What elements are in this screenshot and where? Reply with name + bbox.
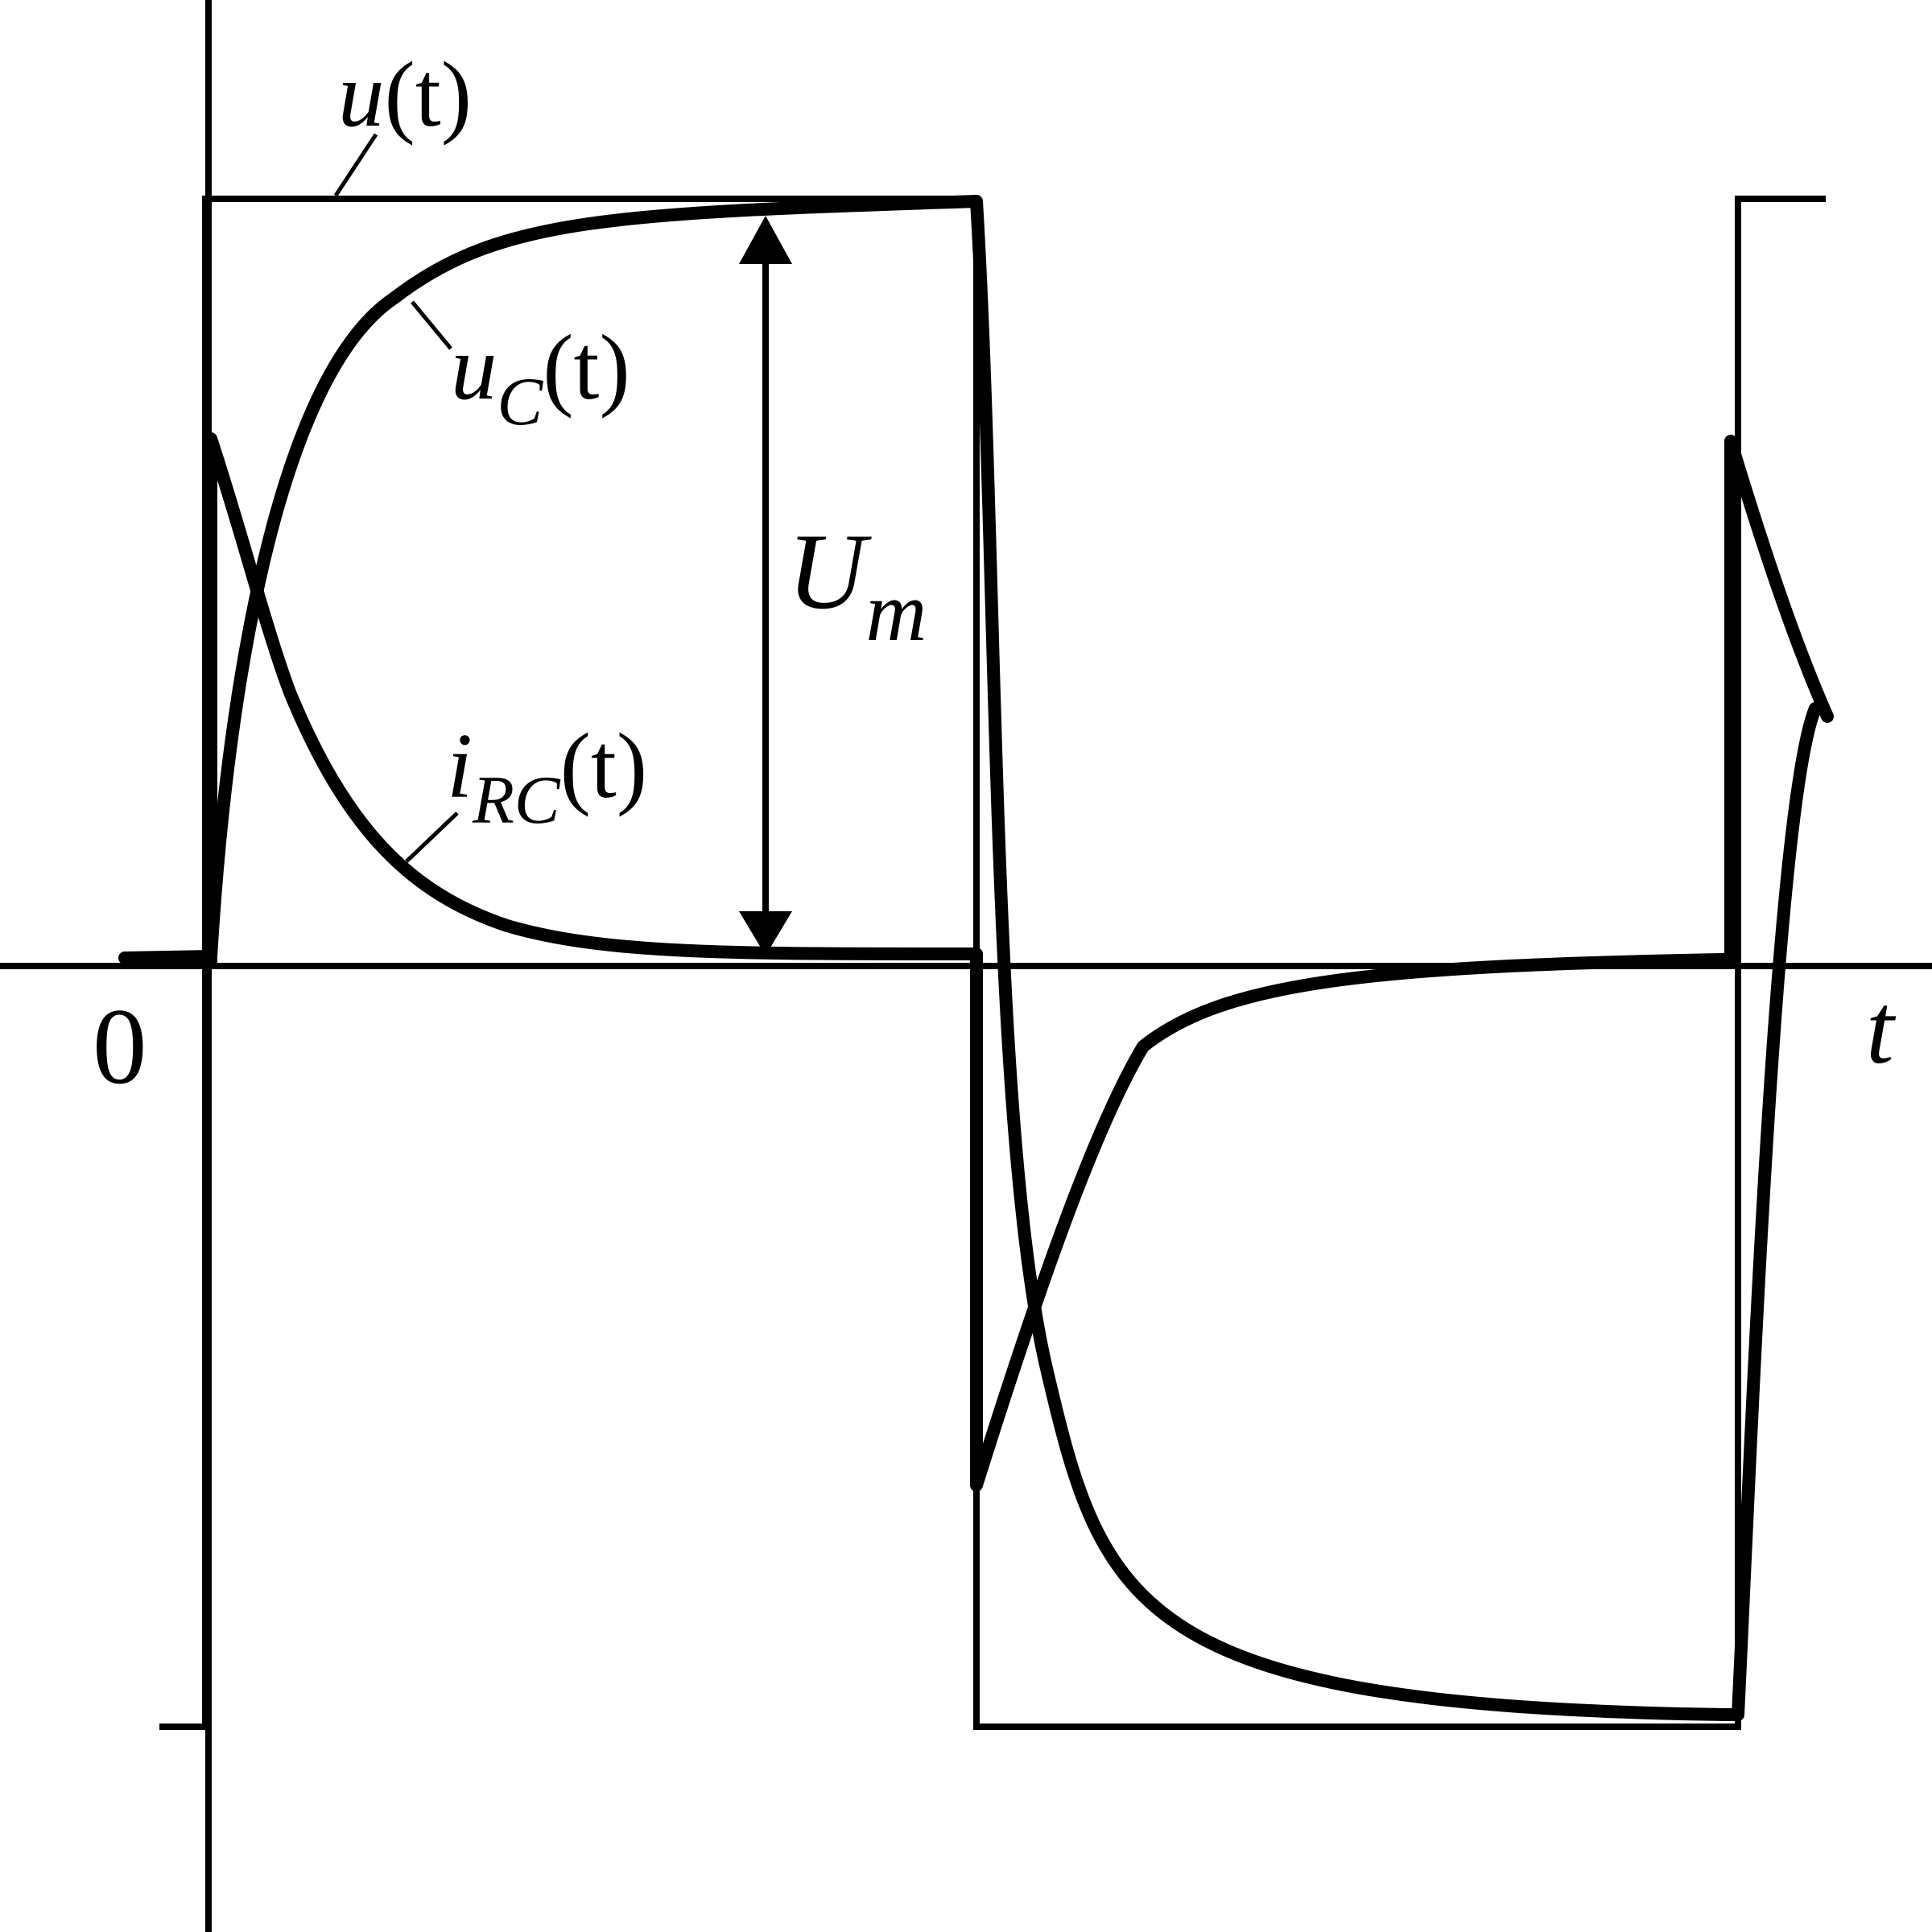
um-label: Um	[787, 512, 927, 658]
irc-curve	[204, 432, 1834, 1492]
t-axis-label: t	[1866, 974, 1897, 1085]
um-arrow-head-bottom	[739, 911, 792, 956]
irc-label: iRC(t)	[447, 715, 647, 838]
u-leader	[333, 133, 378, 197]
uc-curve	[118, 195, 1822, 1721]
origin-label: 0	[93, 987, 147, 1107]
u-label: u(t)	[338, 43, 472, 146]
uc-leader	[411, 300, 452, 350]
um-arrow-head-top	[739, 216, 792, 264]
irc-leader	[405, 811, 459, 863]
uc-label: uC(t)	[451, 316, 630, 440]
